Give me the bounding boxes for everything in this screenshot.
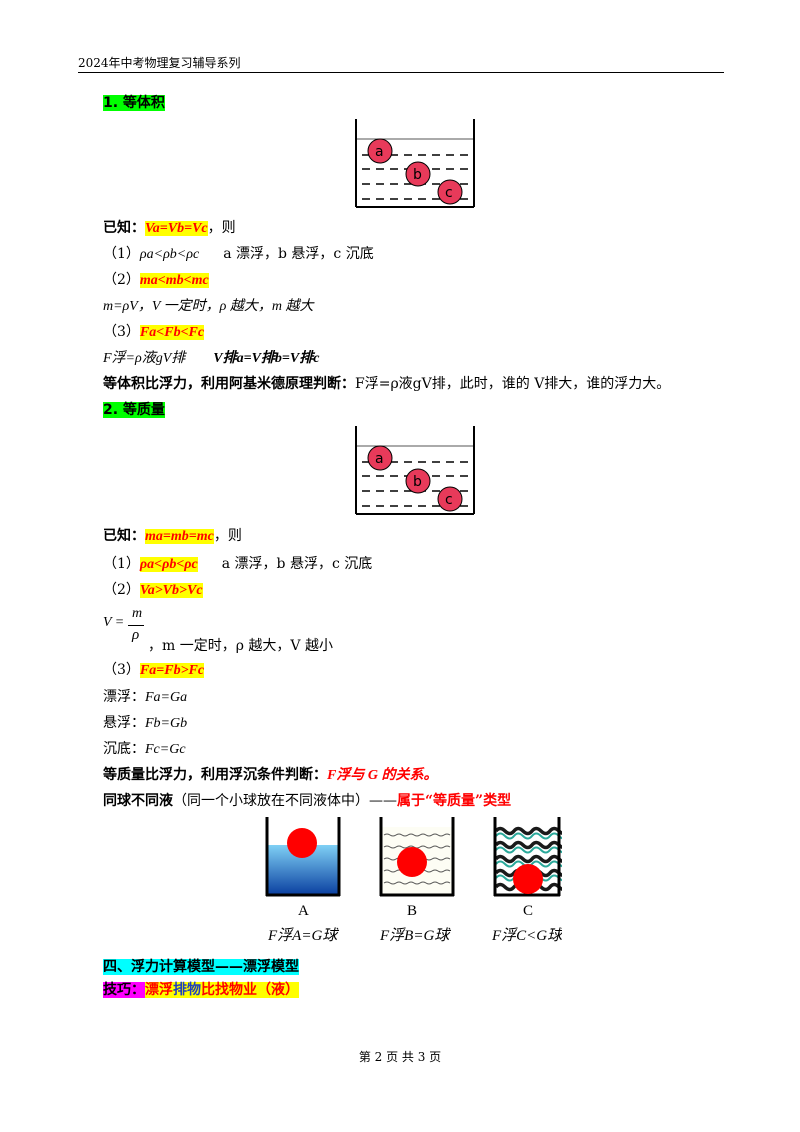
section4-heading-text: 四、浮力计算模型——漂浮模型: [103, 959, 299, 975]
equal-volume-beaker-figure: a b c: [355, 118, 475, 208]
svg-text:a: a: [375, 144, 384, 160]
v-formula-lhs: V =: [103, 615, 125, 630]
known-equal-volume: Va=Vb=Vc: [145, 221, 208, 236]
section1-item3: （3）Fa<Fb<Fc: [103, 324, 205, 340]
same-ball-title: 同球不同液（同一个小球放在不同液体中）——属于“等质量”类型: [103, 793, 512, 809]
section2-heading: 2. 等质量: [103, 399, 165, 419]
section1-heading: 1. 等体积: [103, 92, 165, 112]
ball-b: [405, 161, 431, 187]
section2-item3: （3）Fa=Fb>Fc: [103, 662, 205, 678]
ball-b-red: [397, 847, 427, 877]
svg-text:c: c: [445, 185, 453, 201]
ball-a: [367, 138, 393, 164]
section1-conclusion: 等体积比浮力，利用阿基米德原理判断：F浮=ρ液gV排，此时，谁的 V排大，谁的浮…: [103, 376, 671, 392]
page-header: 2024年中考物理复习辅导系列: [78, 56, 241, 70]
svg-text:a: a: [375, 451, 384, 467]
ball-c-red: [513, 864, 543, 894]
equal-mass-beaker-figure: a b c: [355, 426, 475, 515]
ball-c: [437, 179, 463, 205]
v-formula-numerator: m: [132, 606, 143, 621]
caption-b: F浮B=G球: [379, 927, 451, 944]
svg-text:c: c: [445, 492, 453, 508]
v-formula-denominator: ρ: [132, 627, 140, 643]
section4-tip: 技巧：漂浮排物比找物业（液）: [103, 982, 299, 998]
svg-text:b: b: [413, 474, 422, 490]
ball-b: [405, 468, 431, 494]
section1-item2: （2）ma<mb<mc: [103, 272, 209, 288]
suspend-condition: 悬浮：Fb=Gb: [103, 715, 188, 731]
beaker-a: [265, 817, 341, 897]
beaker-b: [379, 817, 455, 897]
section1-mass-formula: m=ρV，V 一定时，ρ 越大，m 越大: [103, 299, 314, 314]
page-footer: 第 2 页 共 3 页: [358, 1050, 442, 1064]
v-formula-fraction-bar: [128, 625, 144, 626]
sink-condition: 沉底：Fc=Gc: [103, 741, 186, 757]
label-c: C: [523, 903, 533, 919]
ball-c: [437, 486, 463, 512]
section2-heading-text: 2. 等质量: [103, 402, 165, 418]
label-a: A: [298, 903, 309, 919]
svg-text:b: b: [413, 167, 422, 183]
section2-known: 已知：ma=mb=mc，则: [103, 528, 242, 544]
v-formula-text: ，m 一定时，ρ 越大，V 越小: [148, 638, 333, 654]
caption-a: F浮A=G球: [267, 927, 339, 944]
section2-conclusion: 等质量比浮力，利用浮沉条件判断：F浮与 G 的关系。: [103, 767, 438, 783]
caption-c: F浮C<G球: [491, 927, 562, 944]
section1-heading-text: 1. 等体积: [103, 95, 165, 111]
label-b: B: [407, 903, 417, 919]
ball-a: [367, 445, 393, 471]
section4-heading: 四、浮力计算模型——漂浮模型: [103, 956, 299, 976]
section2-item2: （2）Va>Vb>Vc: [103, 582, 203, 598]
same-ball-figure: A B C F浮A=G球 F浮B=G球 F浮C<G球: [265, 817, 562, 944]
section1-known: 已知：Va=Vb=Vc，则: [103, 220, 236, 236]
float-condition: 漂浮：Fa=Ga: [103, 689, 188, 705]
header-rule: [78, 72, 724, 73]
beaker-c: [493, 817, 562, 897]
ball-a-red: [287, 828, 317, 858]
